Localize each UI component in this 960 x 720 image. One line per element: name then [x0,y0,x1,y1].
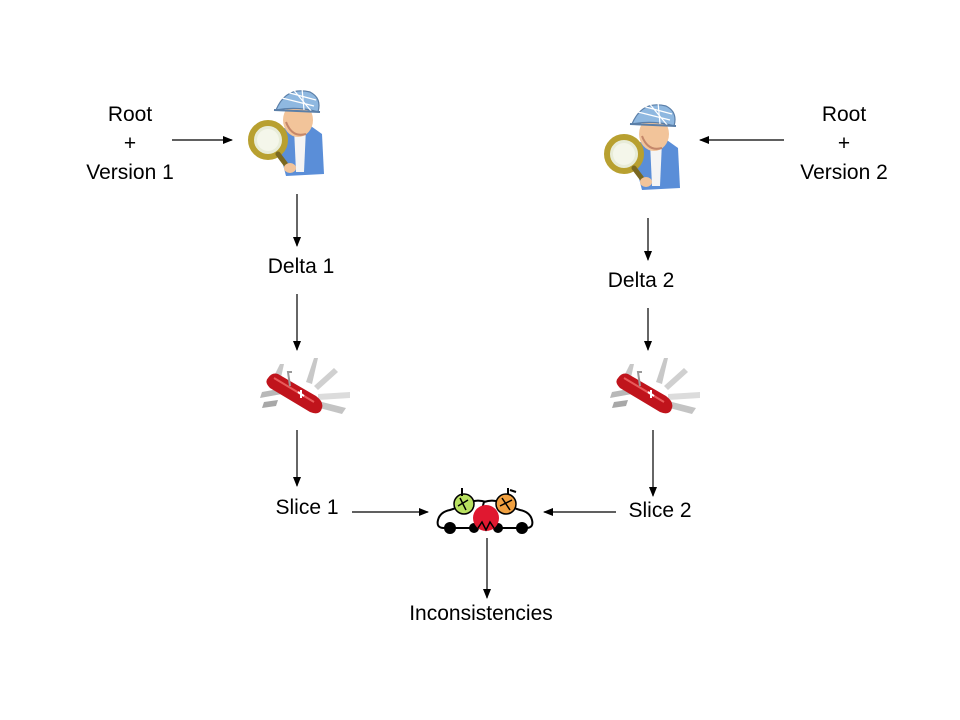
slice2-label: Slice 2 [628,499,692,522]
detective-magnifier-icon-left [251,88,324,176]
right-input-plus: + [837,132,851,155]
left-input-label: Root + Version 1 [60,100,200,187]
inconsistencies-label: Inconsistencies [409,602,553,625]
swiss-army-knife-icon-left [259,357,351,415]
delta1-label: Delta 1 [267,255,335,278]
swiss-army-knife-icon-right [609,357,701,415]
left-input-version: Version 1 [86,161,174,184]
delta2-label: Delta 2 [607,269,675,292]
right-input-root: Root [821,103,867,126]
slice1-label: Slice 1 [275,496,339,519]
left-input-plus: + [123,132,137,155]
right-input-label: Root + Version 2 [774,100,914,187]
detective-magnifier-icon-right [607,102,680,190]
car-crash-icon [436,487,534,535]
right-input-version: Version 2 [800,161,888,184]
left-input-root: Root [107,103,153,126]
